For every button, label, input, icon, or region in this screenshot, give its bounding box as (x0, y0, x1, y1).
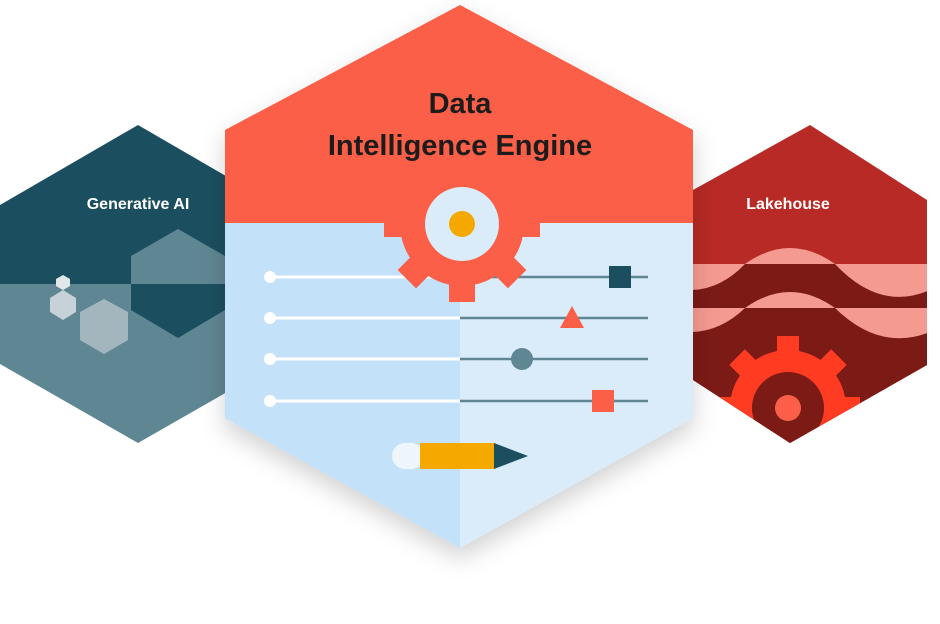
slider-knob-square (609, 266, 631, 288)
slider-knob-square-orange (592, 390, 614, 412)
hexagon-icon (50, 229, 225, 354)
title-line-1: Data (429, 88, 493, 120)
slider-icon (264, 266, 648, 412)
lakehouse-hexagon (693, 125, 927, 443)
slider-knob-circle (511, 348, 533, 370)
slider-knob-triangle (560, 306, 584, 328)
gear-icon (384, 146, 540, 302)
generative-ai-label: Generative AI (87, 196, 190, 213)
pencil-icon (392, 443, 528, 469)
title-line-2: Intelligence Engine (328, 130, 592, 162)
lakehouse-label: Lakehouse (746, 196, 830, 213)
